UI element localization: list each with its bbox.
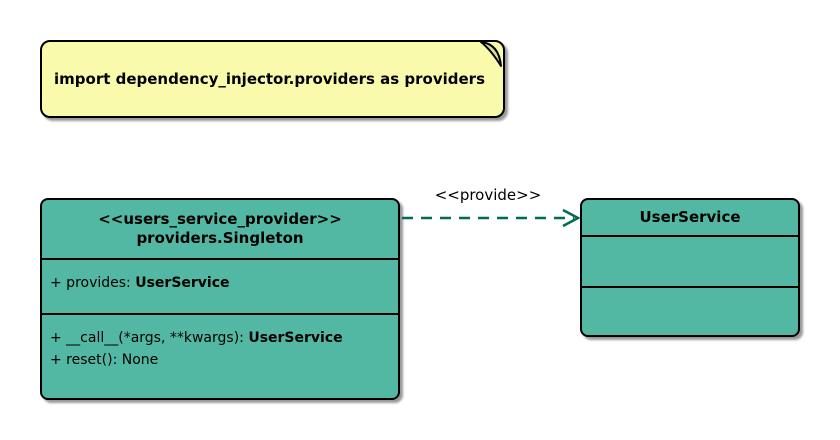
class-user-service: UserService (580, 198, 800, 337)
note-fold-icon (480, 41, 502, 67)
provide-relation-label: <<provide>> (434, 186, 542, 204)
class-attributes: + provides: UserService (42, 258, 398, 313)
method-reset: + reset(): None (50, 352, 159, 368)
method-call: + __call__(*args, **kwargs): UserService (50, 330, 343, 346)
attribute-provides: + provides: UserService (50, 275, 230, 291)
import-note-text: import dependency_injector.providers as … (54, 70, 486, 88)
class-methods-empty (582, 286, 798, 335)
class-stereotype: <<users_service_provider>> (98, 210, 342, 228)
dashed-arrow-icon (402, 208, 580, 228)
class-title: <<users_service_provider>> providers.Sin… (42, 200, 398, 258)
provide-relation: <<provide>> (402, 186, 580, 232)
class-name: UserService (639, 208, 741, 226)
import-note: import dependency_injector.providers as … (40, 40, 505, 118)
class-methods: + __call__(*args, **kwargs): UserService… (42, 313, 398, 398)
class-title: UserService (582, 200, 798, 235)
class-name: providers.Singleton (136, 229, 304, 247)
class-attributes-empty (582, 235, 798, 286)
class-providers-singleton: <<users_service_provider>> providers.Sin… (40, 198, 400, 400)
